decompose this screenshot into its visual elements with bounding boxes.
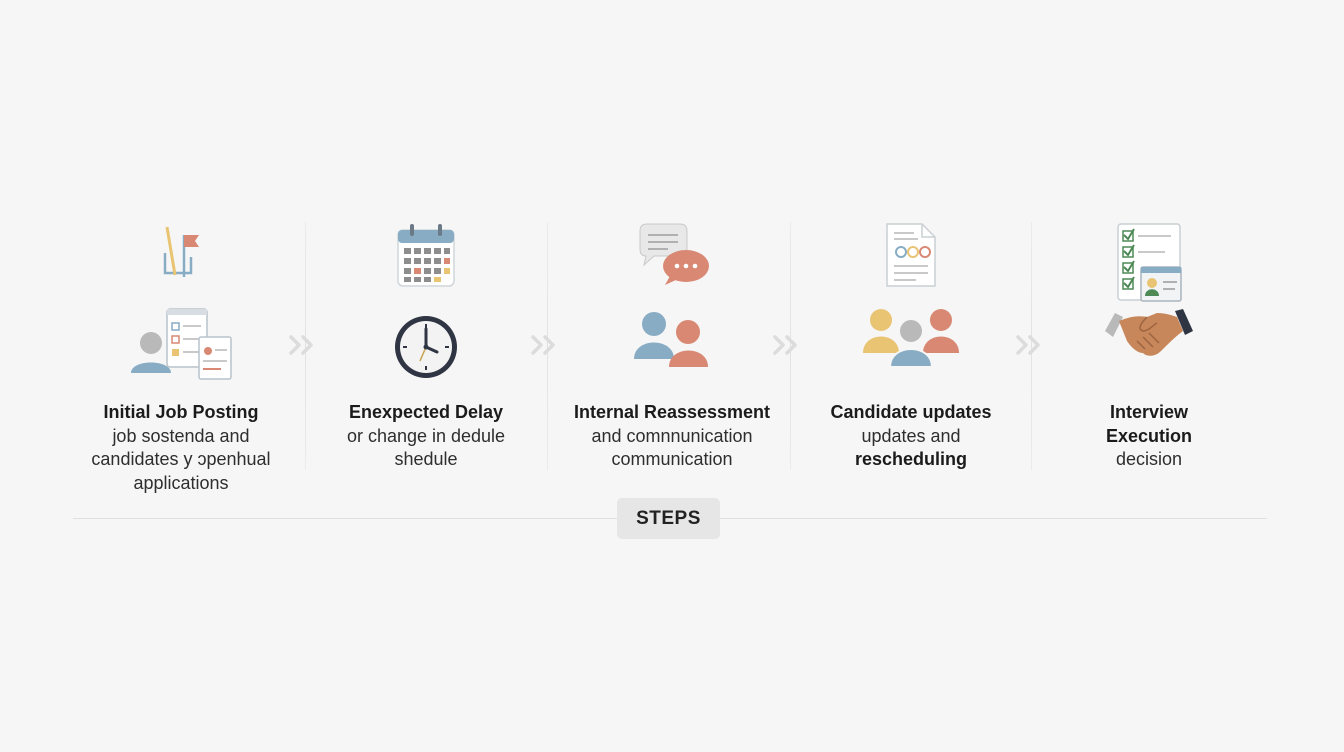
step-description-line: shedule (394, 449, 458, 469)
column-divider (547, 222, 548, 470)
column-divider (1031, 222, 1032, 470)
step-description-line: communication (611, 449, 733, 469)
steps-badge: STEPS (617, 498, 720, 539)
calendar-icon (397, 224, 455, 287)
chat-bubbles-icon (639, 223, 709, 285)
chevron-right-icon (1016, 335, 1040, 355)
chevron-right-icon (773, 335, 797, 355)
step-interview-execution: Interview Execution decision (1029, 215, 1269, 515)
step-description-line: decision (1115, 449, 1183, 469)
step-title: Initial Job Posting (103, 402, 259, 422)
step-internal-reassessment: Internal Reassessment and comnnunication… (552, 215, 792, 515)
document-icon (886, 223, 936, 287)
step-description-line: updates and (861, 425, 961, 446)
step-title: Interview (1109, 402, 1189, 422)
step-title: Candidate updates (830, 402, 992, 422)
chevron-right-icon (289, 335, 313, 355)
step-description-line: rescheduling (854, 449, 968, 469)
step-description-line: and comnnunication (591, 425, 753, 446)
clock-icon (395, 316, 457, 378)
column-divider (790, 222, 791, 470)
step-unexpected-delay: Enexpected Delay or change in dedule she… (306, 215, 546, 515)
step-title: Enexpected Delay (348, 402, 504, 422)
step-description-line: or change in dedule (346, 425, 506, 446)
step-candidate-updates: Candidate updates updates and rescheduli… (791, 215, 1031, 515)
group-icon (863, 309, 959, 367)
job-posting-person-icon (131, 308, 232, 380)
step-description-line: job sostenda and (112, 425, 250, 446)
flag-icon (163, 226, 199, 277)
step-description-line: applications (133, 472, 229, 493)
step-description-line: Execution (1105, 425, 1193, 446)
two-people-icon (634, 312, 708, 367)
chevron-right-icon (531, 335, 555, 355)
step-description-line: candidates y ɔpenhual (91, 449, 271, 469)
step-title: Internal Reassessment (573, 402, 771, 422)
handshake-icon (1105, 309, 1193, 356)
step-initial-job-posting: Initial Job Posting job sostenda and can… (61, 215, 301, 515)
column-divider (305, 222, 306, 470)
checklist-icon (1117, 223, 1182, 302)
